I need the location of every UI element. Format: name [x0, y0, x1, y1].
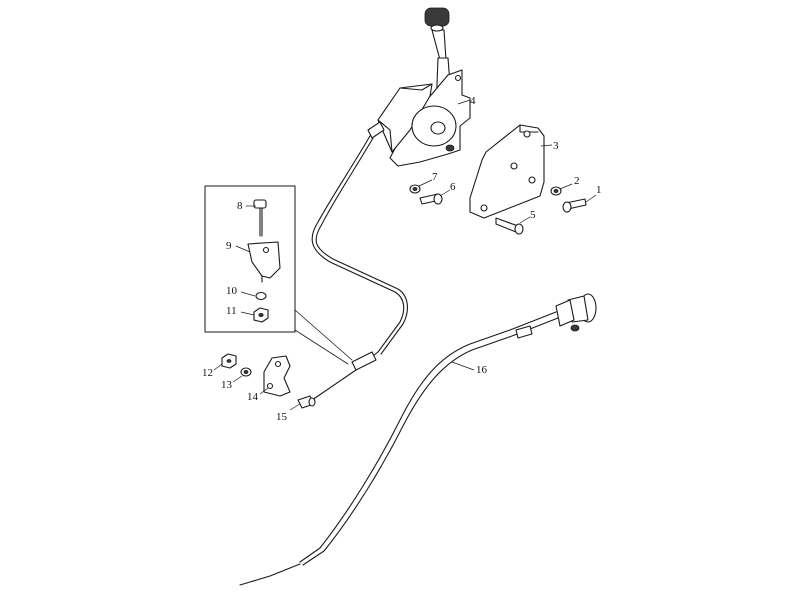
callout-6: 6: [450, 181, 456, 193]
callout-10: 10: [226, 285, 238, 297]
callout-5: 5: [530, 209, 536, 221]
callout-16: 16: [476, 364, 488, 376]
callout-8: 8: [237, 200, 243, 212]
mounting-plate: [469, 124, 545, 219]
callout-14: 14: [247, 391, 259, 403]
callout-12: 12: [202, 367, 213, 379]
callout-9: 9: [226, 240, 232, 252]
lower-left-parts: [221, 353, 316, 409]
control-lever-assembly: [367, 7, 471, 167]
callout-2: 2: [574, 175, 580, 187]
fasteners-right: [409, 184, 587, 235]
throttle-cable: [311, 135, 408, 401]
callout-13: 13: [221, 379, 233, 391]
callout-3: 3: [553, 140, 559, 152]
choke-cable: [239, 293, 597, 586]
leader-lines: [213, 99, 597, 411]
callout-15: 15: [276, 411, 288, 423]
detail-inset: [204, 185, 353, 365]
callout-11: 11: [226, 305, 237, 317]
callout-4: 4: [470, 95, 476, 107]
callout-7: 7: [432, 171, 438, 183]
callout-1: 1: [596, 184, 602, 196]
callout-labels: 1 2 3 4 5 6 7 8 9 10 11 12 13 14 15 16: [202, 95, 602, 423]
